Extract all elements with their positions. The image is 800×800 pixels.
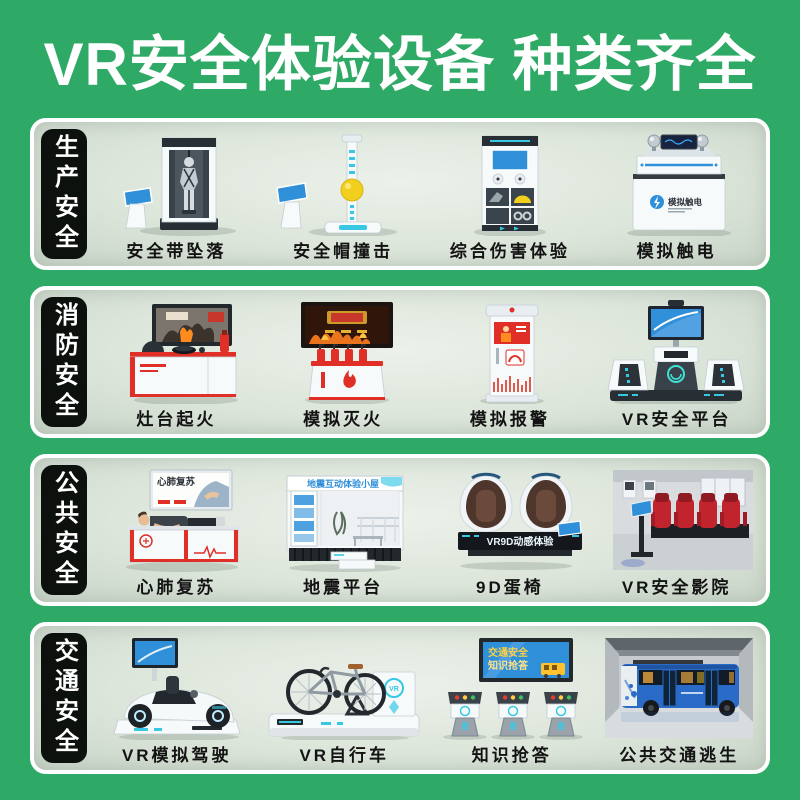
injury-experience-cabinet-illustration — [473, 135, 546, 236]
product-card: VR VR自行车 — [261, 626, 429, 770]
earthquake-room-illustration: 地震互动体验小屋 — [286, 475, 404, 572]
svg-text:地震互动体验小屋: 地震互动体验小屋 — [307, 478, 379, 489]
cpr-trainer-illustration: 心肺复苏 — [126, 469, 241, 572]
svg-text:VR: VR — [389, 686, 399, 693]
product-card: 地震互动体验小屋 — [260, 458, 427, 602]
product-label: 地震平台 — [303, 578, 384, 597]
product-card: 安全带坠落 — [93, 122, 260, 266]
svg-text:心肺复苏: 心肺复苏 — [157, 476, 196, 488]
product-card: 安全帽撞击 — [260, 122, 427, 266]
product-label: 心肺复苏 — [136, 578, 217, 597]
product-label: 安全带坠落 — [126, 242, 227, 261]
svg-text:知识抢答: 知识抢答 — [487, 659, 529, 672]
bus-escape-photo — [605, 638, 754, 738]
product-card: 交通安全 知识抢答 — [428, 626, 596, 770]
product-card: 综合伤害体验 — [427, 122, 594, 266]
product-label: VR模拟驾驶 — [121, 746, 232, 765]
svg-text:模拟触电: 模拟触电 — [668, 197, 703, 207]
section-tab-production-safety: 生产安全 — [41, 129, 87, 259]
header-banner: VR安全体验设备 种类齐全 — [0, 0, 800, 118]
product-label: 9D蛋椅 — [476, 578, 544, 597]
section-tab-traffic-safety: 交通安全 — [41, 633, 87, 763]
driving-simulator-illustration — [113, 638, 241, 740]
product-card: 灶台起火 — [93, 290, 260, 434]
section-card-public-safety: 公共安全 心肺复苏 — [30, 454, 770, 606]
egg-chairs-illustration: VR9D动感体验 — [457, 472, 582, 570]
product-label: VR安全影院 — [621, 578, 732, 597]
product-label: 灶台起火 — [136, 410, 217, 429]
section-card-production-safety: 生产安全 — [30, 118, 770, 270]
product-card: 模拟灭火 — [260, 290, 427, 434]
product-card: 公共交通逃生 — [596, 626, 764, 770]
product-card: VR安全影院 — [593, 458, 760, 602]
harness-fall-machine-illustration — [123, 137, 237, 236]
section-list: 生产安全 — [0, 118, 800, 774]
product-label: 知识抢答 — [471, 746, 552, 765]
product-label: 综合伤害体验 — [449, 242, 570, 261]
alarm-kiosk-illustration — [479, 304, 544, 404]
product-card: VR安全平台 — [593, 290, 760, 434]
fire-extinguisher-trainer-illustration — [301, 302, 394, 404]
helmet-impact-machine-illustration — [276, 134, 398, 236]
product-label: 公共交通逃生 — [619, 746, 740, 765]
electric-shock-simulator-illustration: 模拟触电 — [626, 134, 731, 236]
product-card: VR9D动感体验 9D蛋椅 — [427, 458, 594, 602]
product-card: 模拟报警 — [427, 290, 594, 434]
svg-text:交通安全: 交通安全 — [488, 646, 529, 659]
vr-bicycle-illustration: VR — [268, 664, 420, 740]
section-tab-fire-safety: 消防安全 — [41, 297, 87, 427]
product-card: 心肺复苏 — [93, 458, 260, 602]
product-card: VR模拟驾驶 — [93, 626, 261, 770]
product-label: 模拟触电 — [636, 242, 717, 261]
product-label: 模拟灭火 — [303, 410, 384, 429]
vr-cinema-photo — [612, 470, 753, 570]
stove-fire-station-illustration — [129, 304, 239, 404]
page-title: VR安全体验设备 种类齐全 — [43, 30, 757, 98]
product-label: VR安全平台 — [621, 410, 732, 429]
section-tab-public-safety: 公共安全 — [41, 465, 87, 595]
product-label: VR自行车 — [299, 746, 390, 765]
section-card-traffic-safety: 交通安全 — [30, 622, 770, 774]
vr-safety-platform-illustration — [607, 300, 745, 404]
section-card-fire-safety: 消防安全 — [30, 286, 770, 438]
product-card: 模拟触电 模拟触电 — [593, 122, 760, 266]
product-label: 安全帽撞击 — [293, 242, 394, 261]
svg-text:VR9D动感体验: VR9D动感体验 — [487, 535, 555, 548]
quiz-podiums-illustration: 交通安全 知识抢答 — [442, 638, 583, 740]
product-label: 模拟报警 — [469, 410, 550, 429]
